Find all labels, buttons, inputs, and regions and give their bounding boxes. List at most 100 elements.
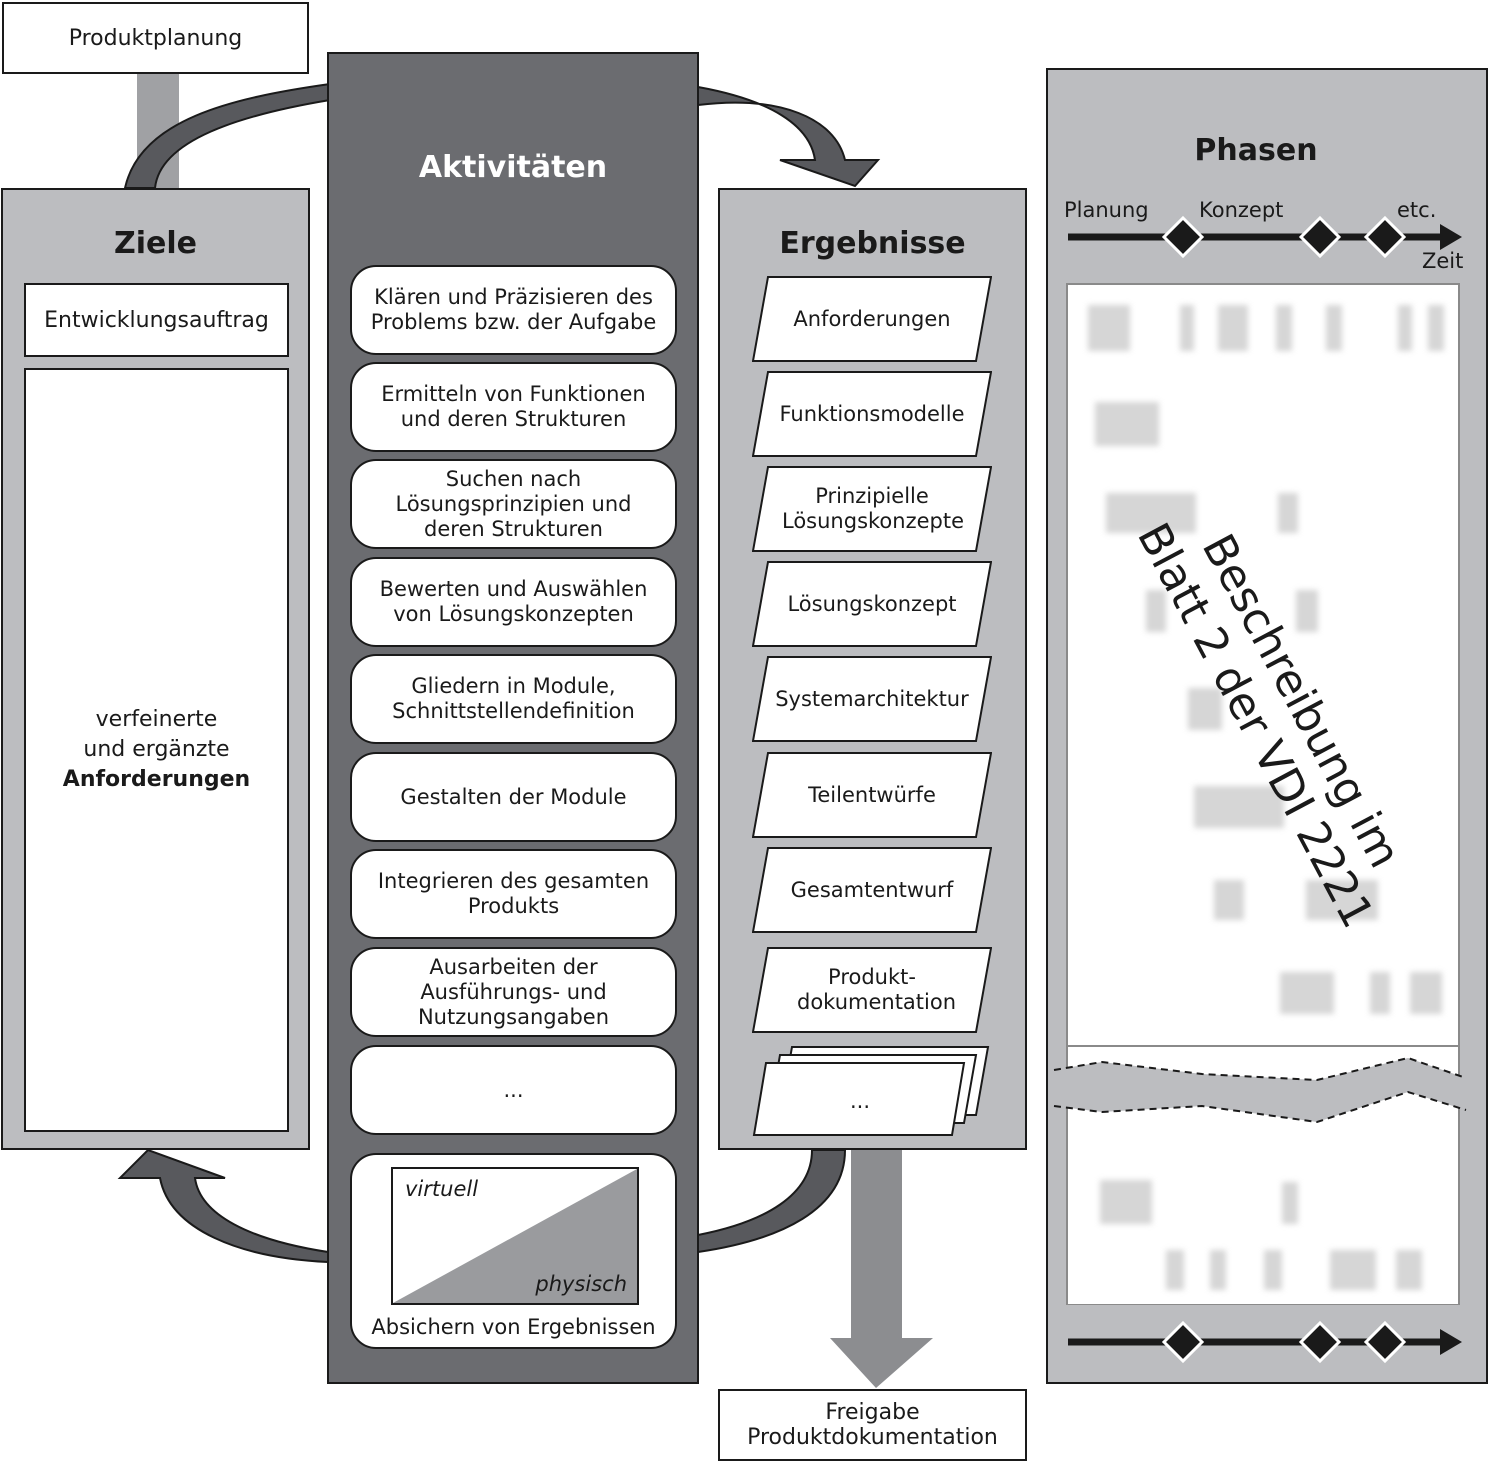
result-label: Teilentwürfe [808,782,936,807]
arrow-freigabe [830,1150,933,1388]
result-funktionsmodelle: Funktionsmodelle [752,371,992,457]
virtuell-label: virtuell [405,1177,479,1201]
virtuell-physisch-triangle [393,1169,637,1303]
produktplanung-label: Produktplanung [68,25,243,51]
planung-label: Planung [1064,198,1149,222]
result-label: ... [849,1088,871,1113]
blurred-block [1188,688,1222,730]
milestone-diamond [1298,1320,1342,1364]
blurred-block [1326,305,1342,351]
blurred-block [1410,972,1442,1014]
activity-label: Bewerten und Auswählen von Lösungskonzep… [379,577,648,626]
activity-label: Gliedern in Module, Schnittstellendefini… [392,674,635,723]
blurred-block [1100,1180,1152,1224]
absichern-label: Absichern von Ergebnissen [371,1315,656,1339]
blurred-block [1180,305,1194,351]
blurred-block [1396,1250,1422,1290]
blurred-block [1166,1250,1184,1290]
activity-label: Suchen nach Lösungsprinzipien und deren … [395,466,632,541]
blurred-block [1214,880,1244,920]
phase-row [1068,570,1458,667]
result-label: Lösungskonzept [787,591,957,616]
result-label: Systemarchitektur [775,686,969,711]
activity-label: Klären und Präzisieren des Problems bzw.… [370,285,657,334]
ergebnisse-title: Ergebnisse [779,226,966,261]
result-teilentwuerfe: Teilentwürfe [752,752,992,838]
result-gesamtentwurf: Gesamtentwurf [752,847,992,933]
freigabe-box: Freigabe Produktdokumentation [718,1389,1027,1461]
milestone-diamond [1363,215,1407,259]
timeline-top [1068,215,1462,259]
physisch-label: physisch [535,1272,627,1296]
blurred-block [1306,880,1378,920]
ziele-panel: Ziele Entwicklungsauftrag verfeinerte un… [1,188,310,1150]
virtuell-physisch-chart: virtuell physisch [391,1167,639,1305]
entwicklungsauftrag-label: Entwicklungsauftrag [44,307,269,333]
anforderungen-line1: verfeinerte [95,707,218,732]
blurred-block [1146,590,1166,632]
anforderungen-line2: und ergänzte [83,737,230,762]
result-label: Gesamtentwurf [790,877,954,902]
activity-label: Gestalten der Module [400,784,627,809]
blurred-block [1218,305,1248,351]
blurred-block [1370,972,1390,1014]
activity-funktionen: Ermitteln von Funktionen und deren Struk… [350,362,677,452]
blurred-block [1095,402,1159,446]
anforderungen-line3: Anforderungen [62,767,251,792]
result-loesungskonzept: Lösungskonzept [752,561,992,647]
result-label: Prinzipielle Lösungskonzepte [782,484,965,533]
milestone-diamond [1298,215,1342,259]
blurred-block [1194,786,1284,828]
phase-row [1068,950,1458,1047]
freigabe-line1: Freigabe [825,1400,920,1425]
result-label: Produkt- dokumentation [797,965,957,1014]
result-prinzipielle-loesungskonzepte: Prinzipielle Lösungskonzepte [752,466,992,552]
activity-gliedern: Gliedern in Module, Schnittstellendefini… [350,654,677,744]
anforderungen-box: verfeinerte und ergänzte Anforderungen [24,368,289,1132]
blurred-block [1210,1250,1226,1290]
blurred-block [1296,590,1318,632]
timeline-bottom [1068,1320,1462,1364]
blurred-block [1264,1250,1282,1290]
activity-klaeren: Klären und Präzisieren des Problems bzw.… [350,265,677,355]
activity-label: Integrieren des gesamten Produkts [377,869,650,918]
result-more-stack: ... [752,1045,992,1137]
blurred-block [1282,1182,1298,1224]
milestone-diamond [1161,1320,1205,1364]
blurred-block [1330,1250,1376,1290]
arc-top-right [697,85,881,188]
activity-gestalten: Gestalten der Module [350,752,677,842]
phase-row [1068,1240,1458,1304]
blurred-block [1278,493,1298,533]
ziele-title: Ziele [113,226,197,261]
arc-top-left [123,82,331,189]
blurred-block [1398,305,1412,351]
activity-label: Ermitteln von Funktionen und deren Struk… [381,382,646,431]
konzept-label: Konzept [1199,198,1284,222]
arc-bottom-left [117,1148,329,1264]
activity-loesungsprinzipien: Suchen nach Lösungsprinzipien und deren … [350,459,677,549]
milestone-diamond [1363,1320,1407,1364]
activity-bewerten: Bewerten und Auswählen von Lösungskonzep… [350,557,677,647]
arc-bottom-right [697,1149,847,1254]
entwicklungsauftrag-box: Entwicklungsauftrag [24,283,289,357]
produktplanung-box: Produktplanung [2,2,309,74]
activity-absichern: virtuell physisch Absichern von Ergebnis… [350,1153,677,1349]
freigabe-line2: Produktdokumentation [747,1425,998,1450]
activity-ausarbeiten: Ausarbeiten der Ausführungs- und Nutzung… [350,947,677,1037]
result-label: Funktionsmodelle [779,401,965,426]
phasen-title: Phasen [1194,133,1318,168]
activity-integrieren: Integrieren des gesamten Produkts [350,849,677,939]
aktivitaeten-title: Aktivitäten [418,150,608,185]
activity-more: ... [350,1045,677,1135]
blurred-block [1428,305,1444,351]
milestone-diamond [1161,215,1205,259]
result-produktdokumentation: Produkt- dokumentation [752,947,992,1033]
blurred-block [1280,972,1334,1014]
zeit-label: Zeit [1422,249,1464,273]
activity-label: Ausarbeiten der Ausführungs- und Nutzung… [417,954,610,1029]
blurred-block [1106,493,1196,533]
activity-label: ... [503,1077,524,1102]
result-label: Anforderungen [793,306,951,331]
blurred-block [1088,305,1130,351]
